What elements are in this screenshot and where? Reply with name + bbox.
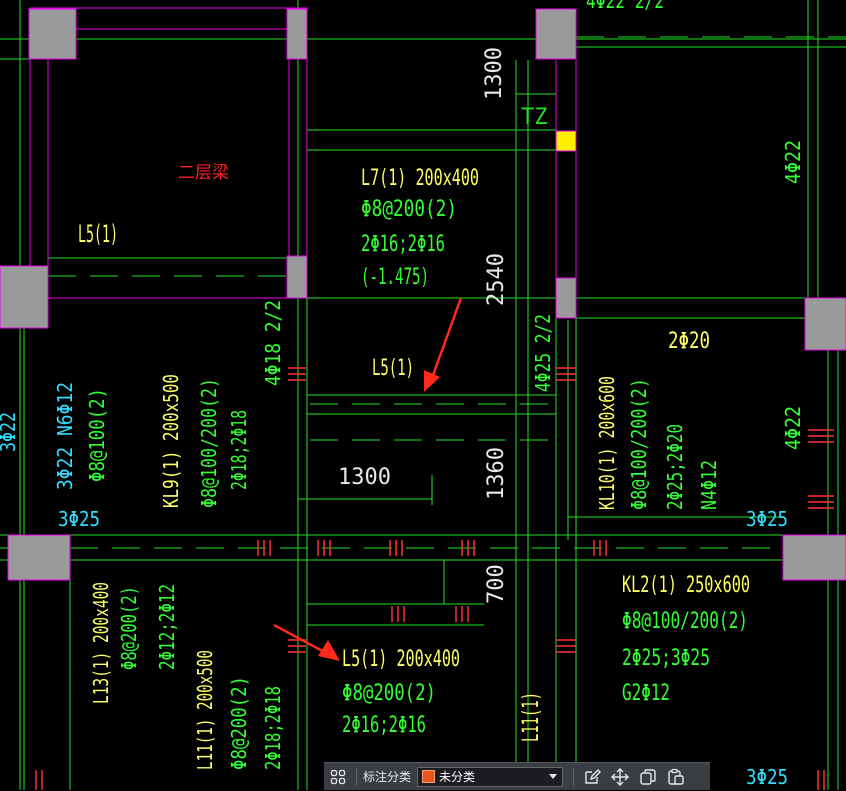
category-select[interactable]: 未分类 [417, 766, 564, 787]
columns [0, 8, 846, 581]
beam-label-kl2-bars: 2Φ25;3Φ25 [622, 646, 710, 671]
beam-label-kl2-side: G2Φ12 [622, 681, 670, 706]
beam-label-kl10-stirrup: Φ8@100/200(2) [627, 378, 651, 510]
chevron-down-icon [549, 773, 558, 779]
beam-label-kl10-side: N4Φ12 [697, 460, 721, 510]
beam-label-kl9-stirrup: Φ8@100/200(2) [197, 378, 221, 508]
dashed-beam-lines [0, 36, 846, 549]
annotation-arrows [273, 297, 463, 661]
edit-button[interactable] [578, 763, 606, 791]
dim-1300-mid: 1300 [338, 465, 391, 490]
beam-label-l7-bars: 2Φ16;2Φ16 [361, 232, 445, 257]
beam-label-kl9-name: KL9(1) 200x500 [159, 374, 183, 508]
beam-label-l13-bars: 2Φ12;2Φ12 [155, 584, 179, 670]
rebar-far-left-fragment: 3Φ22 [0, 412, 20, 452]
toolbar-divider-2 [573, 767, 575, 786]
rebar-left-3phi25: 3Φ25 [58, 507, 100, 531]
beam-label-l11-left-bars: 2Φ18;2Φ18 [261, 686, 285, 770]
rebar-right-4phi22-a: 4Φ22 [781, 140, 805, 184]
tz-label: TZ [521, 105, 548, 130]
paste-icon [668, 768, 684, 785]
beam-label-l5-top: L5(1) [78, 220, 118, 248]
beam-label-l11-left-name: L11(1) 200x500 [193, 650, 217, 770]
beam-label-l5-bottom-name: L5(1) 200x400 [342, 647, 460, 672]
beam-label-kl10-bars: 2Φ25;2Φ20 [663, 424, 687, 510]
rebar-mid-4phi18: 4Φ18 2/2 [261, 300, 285, 386]
beam-label-l11-left-stirrup: Φ8@200(2) [227, 676, 251, 770]
dim-700: 700 [484, 564, 509, 604]
copy-button[interactable] [634, 763, 662, 791]
category-label: 标注分类 [363, 770, 412, 784]
rebar-tick-marks [35, 367, 834, 790]
rebar-right-2phi20: 2Φ20 [668, 329, 710, 354]
grid-icon [330, 769, 346, 784]
beam-label-kl2-stirrup: Φ8@100/200(2) [622, 609, 748, 634]
dimension-lines [298, 93, 556, 604]
beam-label-kl2-name: KL2(1) 250x600 [622, 573, 750, 598]
beam-label-l13-name: L13(1) 200x400 [89, 582, 113, 704]
rebar-right-3phi25-a: 3Φ25 [746, 507, 788, 531]
rebar-left-3phi22-n6: 3Φ22 N6Φ12 [53, 382, 77, 490]
grid-view-button[interactable] [324, 763, 352, 791]
category-color-swatch [422, 770, 436, 783]
rebar-mid-4phi25: 4Φ25 2/2 [531, 314, 555, 392]
beam-label-l13-stirrup: Φ8@200(2) [117, 586, 141, 670]
beam-label-kl10-name: KL10(1) 200x600 [595, 376, 619, 510]
beam-label-kl9-bars: 2Φ18;2Φ18 [227, 410, 251, 490]
move-button[interactable] [606, 763, 634, 791]
category-selected-value: 未分类 [439, 770, 476, 784]
rebar-top-right: 4Φ22 2/2 [586, 0, 664, 13]
tz-column-marker [555, 130, 577, 152]
copy-icon [640, 768, 656, 785]
edit-icon [585, 768, 602, 784]
floor-label: 二层梁 [178, 163, 229, 183]
dim-1360: 1360 [484, 447, 509, 500]
toolbar-divider [356, 767, 357, 786]
beam-label-l5-mid: L5(1) [372, 356, 414, 381]
dim-2540: 2540 [484, 253, 509, 306]
annotation-toolbar: 标注分类 未分类 [324, 762, 710, 790]
beam-label-l5-bottom-bars: 2Φ16;2Φ16 [342, 713, 426, 738]
rebar-left-phi8: Φ8@100(2) [85, 388, 109, 482]
beam-label-l7-stirrup: Φ8@200(2) [361, 197, 457, 222]
dim-1300-top: 1300 [482, 47, 507, 100]
beam-label-l5-bottom-stirrup: Φ8@200(2) [342, 681, 436, 706]
beam-label-l7-offset: (-1.475) [361, 265, 429, 290]
beam-label-l7-name: L7(1) 200x400 [361, 166, 479, 191]
paste-button[interactable] [662, 763, 690, 791]
rebar-right-4phi22-b: 4Φ22 [781, 406, 805, 450]
beam-label-l11-right: L11(1) [519, 692, 544, 742]
rebar-right-3phi25-b: 3Φ25 [746, 765, 788, 789]
move-icon [611, 767, 630, 786]
